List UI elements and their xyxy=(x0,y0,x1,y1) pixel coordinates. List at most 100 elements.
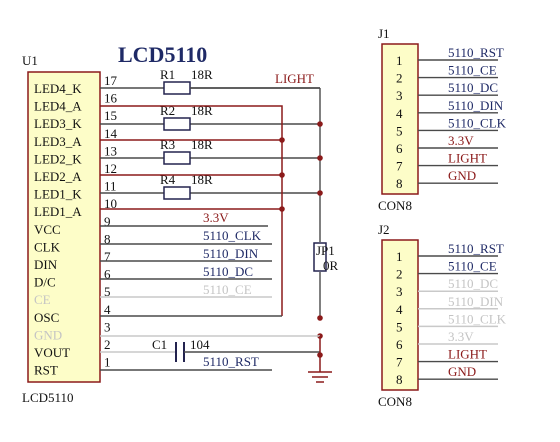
j2-net-label: 5110_RST xyxy=(448,241,504,256)
u1-pin-label: LED3_A xyxy=(34,134,82,149)
j2-pin-number: 5 xyxy=(396,319,403,334)
u1-pin-number: 16 xyxy=(104,91,118,106)
u1-pin-label: LED2_K xyxy=(34,151,82,166)
u1-pin-number: 14 xyxy=(104,126,118,141)
j2-net-label: 5110_CLK xyxy=(448,311,507,326)
junction-dot xyxy=(317,315,323,321)
u1-pin-number: 12 xyxy=(104,161,117,176)
j2-body xyxy=(381,239,419,391)
u1-pin-label: LED1_A xyxy=(34,204,82,219)
j2-pin-number: 3 xyxy=(396,284,403,299)
u1-part: LCD5110 xyxy=(22,390,74,405)
j1-net-label: 5110_DC xyxy=(448,80,498,95)
j1-net-label: LIGHT xyxy=(448,151,487,166)
u1-pin-number: 11 xyxy=(104,179,117,194)
resistor-body xyxy=(163,186,191,200)
u1-pin-number: 17 xyxy=(104,73,118,88)
j1-pin-number: 5 xyxy=(396,123,403,138)
u1-pin-label: D/C xyxy=(34,275,56,290)
u1-pin-label: LED2_A xyxy=(34,169,82,184)
resistor-value: 18R xyxy=(191,67,213,82)
j2-pin-number: 4 xyxy=(396,302,403,317)
j2-net-label: GND xyxy=(448,364,476,379)
j1-pin-number: 4 xyxy=(396,106,403,121)
u1-pin-number: 3 xyxy=(104,319,111,334)
u1-pin-label: GND xyxy=(34,327,62,342)
schematic-title: LCD5110 xyxy=(118,42,207,67)
u1-pin-number: 8 xyxy=(104,231,111,246)
led4a-wire xyxy=(100,105,283,140)
c1-value: 104 xyxy=(190,337,210,352)
junction-dot xyxy=(317,155,323,161)
u1-pin-label: CE xyxy=(34,292,51,307)
j1-part: CON8 xyxy=(378,198,412,213)
junction-dot xyxy=(279,172,285,178)
j1-body xyxy=(381,43,419,195)
u1-pin-label: LED3_K xyxy=(34,116,82,131)
u1-pin-number: 13 xyxy=(104,143,117,158)
j2-net-label: 5110_DIN xyxy=(448,294,504,309)
u1-pin-label: LED1_K xyxy=(34,187,82,202)
u1-pin-number: 6 xyxy=(104,267,111,282)
u1-body xyxy=(27,71,101,383)
resistor-body xyxy=(163,151,191,165)
j1-pin-number: 2 xyxy=(396,71,403,86)
resistor-body xyxy=(163,117,191,131)
jp1-ref: JP1 xyxy=(316,243,335,258)
din-net-label: 5110_DIN xyxy=(203,246,259,261)
dc-net-label: 5110_DC xyxy=(203,264,253,279)
connector-j2: J2CON815110_RST25110_CE35110_DC45110_DIN… xyxy=(378,222,507,409)
vcc-net-label: 3.3V xyxy=(203,210,229,225)
u1-pin-number: 1 xyxy=(104,355,111,370)
jp1-value: 0R xyxy=(323,258,339,273)
j1-ref: J1 xyxy=(378,26,390,41)
resistor-ref: R1 xyxy=(160,67,175,82)
u1-pin-label: RST xyxy=(34,363,58,378)
junction-dot xyxy=(317,190,323,196)
junction-dot xyxy=(279,137,285,143)
j2-net-label: 3.3V xyxy=(448,329,474,344)
u1-pin-label: DIN xyxy=(34,257,58,272)
u1-pin-label: VOUT xyxy=(34,345,70,360)
u1-pin-label: OSC xyxy=(34,310,59,325)
u1-pin-group: LED4_K17LED4_A16LED3_K15LED3_A14LED2_K13… xyxy=(34,73,118,378)
j1-net-label: 5110_DIN xyxy=(448,98,504,113)
rst-net-label: 5110_RST xyxy=(203,354,259,369)
j1-net-label: 5110_CLK xyxy=(448,115,507,130)
c1-ref: C1 xyxy=(152,337,167,352)
u1-pin-number: 9 xyxy=(104,214,111,229)
junction-dot xyxy=(317,121,323,127)
clk-net-label: 5110_CLK xyxy=(203,228,262,243)
j2-pin-number: 7 xyxy=(396,355,403,370)
j1-net-label: 5110_RST xyxy=(448,45,504,60)
j2-pin-number: 6 xyxy=(396,337,403,352)
u1-pin-label: LED4_A xyxy=(34,99,82,114)
u1-pin-label: VCC xyxy=(34,222,61,237)
resistor-body xyxy=(163,81,191,95)
u1-pin-number: 4 xyxy=(104,302,111,317)
j1-net-label: 3.3V xyxy=(448,133,474,148)
u1-pin-number: 7 xyxy=(104,249,111,264)
j2-net-label: 5110_CE xyxy=(448,259,497,274)
u1-pin-number: 2 xyxy=(104,337,111,352)
j1-pin-number: 7 xyxy=(396,159,403,174)
j2-ref: J2 xyxy=(378,222,390,237)
junction-dot xyxy=(279,206,285,212)
u1-pin-number: 5 xyxy=(104,284,111,299)
ce-net-label: 5110_CE xyxy=(203,282,252,297)
jp1-body xyxy=(313,242,327,272)
j2-pin-number: 8 xyxy=(396,372,403,387)
j1-net-label: 5110_CE xyxy=(448,63,497,78)
u1-pin-label: CLK xyxy=(34,239,61,254)
j1-net-label: GND xyxy=(448,168,476,183)
j1-pin-number: 1 xyxy=(396,53,403,68)
j1-pin-number: 3 xyxy=(396,88,403,103)
u1-ref: U1 xyxy=(22,53,38,68)
j2-pin-number: 1 xyxy=(396,249,403,264)
j2-net-label: LIGHT xyxy=(448,347,487,362)
u1-pin-number: 10 xyxy=(104,196,117,211)
u1-pin-number: 15 xyxy=(104,108,117,123)
